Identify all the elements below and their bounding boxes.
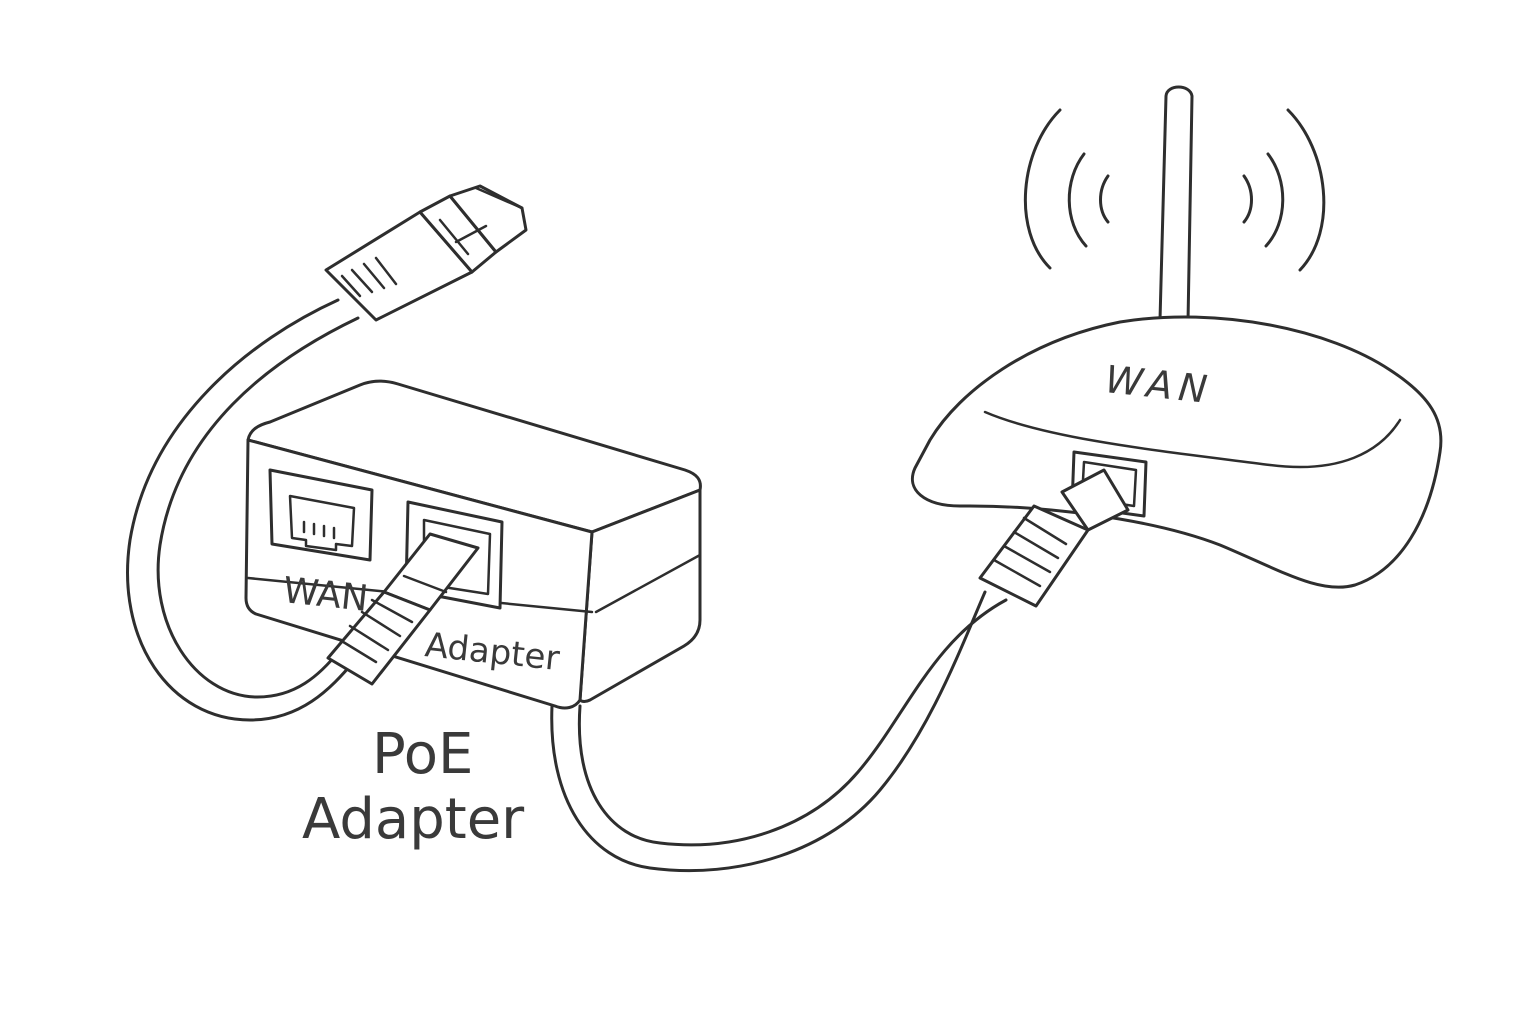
router bbox=[910, 85, 1443, 589]
caption-line-1: PoE bbox=[372, 722, 473, 787]
wifi-signal-icon bbox=[1023, 108, 1326, 272]
adapter-wan-port-icon bbox=[268, 468, 374, 562]
antenna-icon bbox=[1158, 85, 1194, 324]
caption-line-2: Adapter bbox=[302, 787, 525, 852]
adapter-wan-label: WAN bbox=[281, 570, 370, 620]
router-plug-icon bbox=[978, 468, 1130, 608]
left-cable bbox=[126, 298, 360, 722]
adapter-inserted-plug-icon bbox=[326, 532, 480, 686]
loose-ethernet-plug-icon bbox=[324, 184, 528, 322]
right-cable bbox=[550, 590, 1008, 873]
